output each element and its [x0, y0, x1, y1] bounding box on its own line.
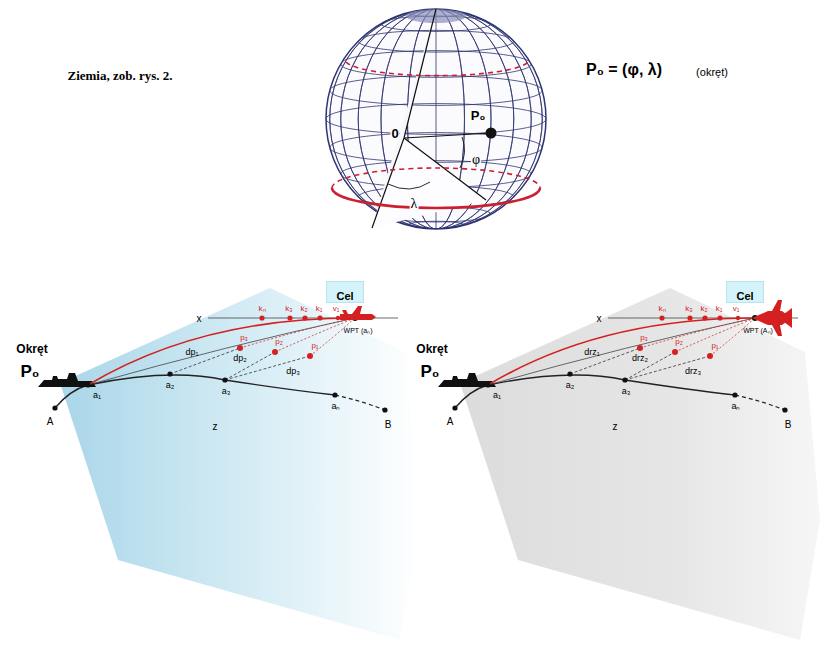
distance-label: drz₁ [584, 348, 600, 358]
distance-label: dp₁ [185, 348, 198, 358]
axis-label: z [613, 421, 618, 432]
left-panel [38, 288, 420, 640]
waypoint-label: WPT (aₙ) [344, 327, 373, 335]
point-label: a₂ [566, 381, 575, 391]
point-label: a₃ [622, 387, 631, 397]
point-label: kₙ [659, 305, 666, 314]
point-label: k₃ [285, 305, 292, 314]
distance-label: dp₂ [233, 354, 247, 364]
point-label: k₂ [700, 305, 707, 314]
center-label: 0 [390, 127, 399, 141]
point-label: P₀ [470, 109, 487, 123]
distance-label: drz₃ [685, 367, 701, 377]
ship-label: Okręt [416, 343, 447, 356]
point-label: a₁ [93, 391, 101, 401]
point-label: p₁ [311, 342, 318, 351]
box-label: Cel [336, 290, 353, 302]
point-label: k₁ [716, 305, 723, 314]
point-label: p₁ [711, 342, 718, 351]
position-formula: P₀ = (φ, λ) [586, 61, 662, 79]
angle-label: λ [410, 196, 419, 211]
velocity-label: v₁ [333, 305, 340, 314]
point-label: a₃ [222, 387, 231, 397]
point-label: kₙ [259, 305, 266, 314]
waypoint-label: WPT (Aₙ) [743, 327, 773, 335]
target-box: Cel [326, 281, 364, 303]
ship-point: P₀ [420, 363, 439, 382]
point-label: p₃ [240, 334, 248, 343]
axis-label: z [213, 421, 218, 432]
ship-label: Okręt [16, 343, 47, 356]
point-label: k₂ [300, 305, 307, 314]
point-label: p₂ [275, 338, 283, 347]
target-box: Cel [726, 281, 764, 303]
point-label: k₁ [316, 305, 323, 314]
ship-note: (okręt) [696, 66, 728, 78]
right-panel [438, 288, 820, 640]
point-label: B [785, 419, 792, 430]
axis-label: x [597, 313, 602, 324]
figure-note: Ziemia, zob. rys. 2. [67, 69, 172, 83]
point-label: a₁ [493, 391, 501, 401]
globe [326, 9, 546, 229]
distance-label: dp₃ [286, 367, 300, 377]
point-label: a₂ [166, 381, 175, 391]
ship-point: P₀ [20, 363, 39, 382]
point-label: k₃ [685, 305, 692, 314]
angle-label: φ [471, 152, 481, 167]
axis-label: x [197, 313, 202, 324]
point-label: aₙ [331, 402, 340, 412]
velocity-label: v₁ [733, 305, 740, 314]
point-label: B [385, 419, 392, 430]
box-label: Cel [736, 290, 753, 302]
point-label: aₙ [731, 402, 740, 412]
point-label: p₃ [640, 334, 648, 343]
point-label: p₂ [675, 338, 683, 347]
point-label: A [47, 416, 54, 427]
point-label: A [447, 416, 454, 427]
distance-label: drz₂ [632, 354, 648, 364]
